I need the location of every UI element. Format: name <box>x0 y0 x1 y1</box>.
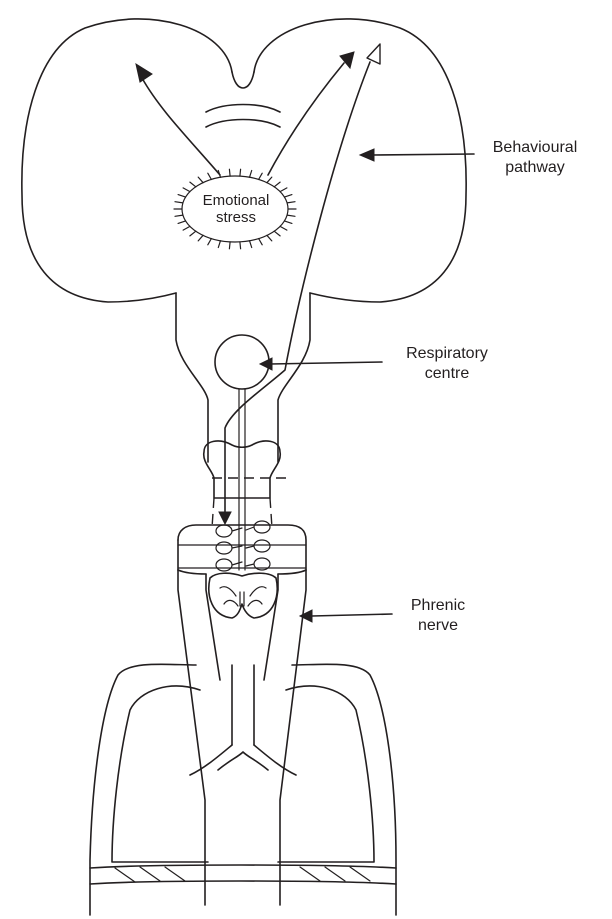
behavioural-pathway-open-arrowhead <box>367 44 380 64</box>
brainstem-left-outline <box>176 293 208 462</box>
diaphragm-hatching <box>115 867 370 882</box>
burst-ray <box>259 173 263 179</box>
burst-ray <box>198 235 203 241</box>
respiratory-centre-circle <box>215 335 269 389</box>
burst-ray <box>250 171 252 178</box>
burst-ray <box>198 177 203 183</box>
motor-neurons-left <box>216 525 242 571</box>
thorax-right-outline <box>292 664 396 915</box>
stress-arrow-left-head <box>136 64 152 82</box>
burst-ray <box>175 215 183 216</box>
brain-left-hemisphere <box>22 19 232 302</box>
brain-right-hemisphere <box>254 19 466 302</box>
burst-ray <box>287 202 295 203</box>
burst-ray <box>284 221 292 224</box>
burst-ray <box>287 215 295 216</box>
burst-ray <box>178 221 186 224</box>
phrenic-nerve-label: Phrenic nerve <box>388 596 488 636</box>
spinal-cord-grey-matter <box>220 587 266 606</box>
behavioural-pathway-down-arrowhead <box>219 512 231 524</box>
respiratory-centre-label: Respiratory centre <box>382 344 512 384</box>
burst-ray <box>208 239 212 245</box>
spinal-segment-outline <box>178 525 306 570</box>
burst-ray <box>178 195 186 198</box>
phrenic-nerve-right <box>280 570 306 905</box>
stress-arrow-right-line <box>268 63 344 175</box>
burst-ray <box>218 241 220 248</box>
emotional-stress-label: Emotional stress <box>190 192 282 226</box>
burst-ray <box>274 231 280 236</box>
burst-ray <box>267 177 272 183</box>
burst-ray <box>240 169 241 176</box>
burst-ray <box>284 195 292 198</box>
burst-ray <box>240 242 241 249</box>
burst-ray <box>267 235 272 241</box>
corpus-callosum-arc-2 <box>206 120 280 128</box>
burst-ray <box>274 182 280 187</box>
corpus-callosum-arc-1 <box>206 105 280 113</box>
burst-ray <box>190 182 196 187</box>
burst-ray <box>229 169 230 176</box>
burst-ray <box>208 173 212 179</box>
medulla-lobes <box>204 441 281 498</box>
burst-ray <box>229 242 230 249</box>
behavioural-pathway-pointer-head <box>360 149 374 161</box>
phrenic-nerve-right-inner <box>264 574 278 680</box>
spinal-segment-bottom <box>178 570 306 574</box>
diaphragm-bottom <box>90 881 396 884</box>
burst-ray <box>190 231 196 236</box>
burst-ray <box>250 241 252 248</box>
respiratory-centre-pointer-head <box>260 358 272 370</box>
cord-dashed-right <box>270 498 272 528</box>
phrenic-nerve-left <box>178 570 205 905</box>
cord-dashed-left <box>212 498 214 528</box>
burst-ray <box>175 202 183 203</box>
spinal-cord-cross-section <box>209 573 277 618</box>
brainstem-right-outline <box>278 293 310 462</box>
burst-ray <box>280 226 287 230</box>
bronchi <box>190 745 296 775</box>
behavioural-pathway-label: Behavioural pathway <box>470 138 600 178</box>
burst-ray <box>259 239 263 245</box>
burst-ray <box>183 188 190 192</box>
hemisphere-cleft <box>232 72 254 88</box>
behavioural-pathway-pointer-line <box>372 154 474 155</box>
phrenic-nerve-pointer-line <box>312 614 392 616</box>
burst-ray <box>183 226 190 230</box>
behavioural-pathway-line <box>225 62 370 520</box>
